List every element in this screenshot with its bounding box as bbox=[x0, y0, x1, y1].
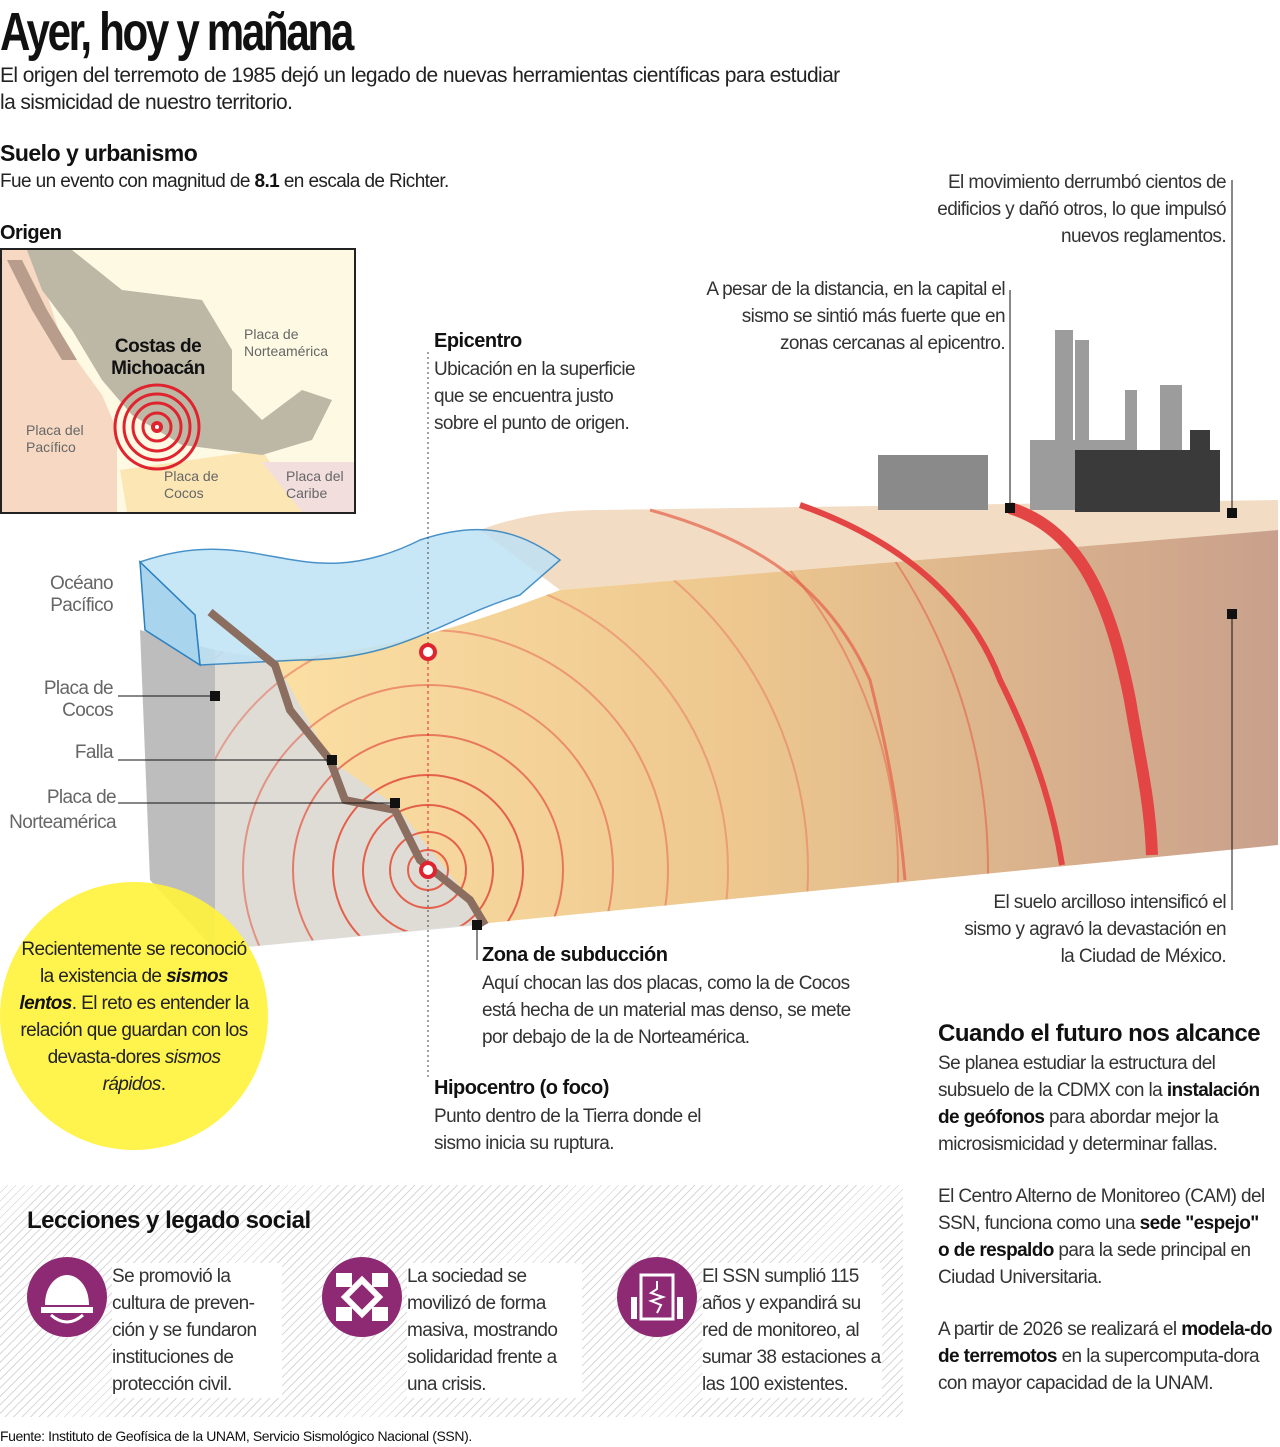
emphasis: modela-do de terremotos bbox=[938, 1319, 1272, 1367]
leader-markers bbox=[210, 503, 1237, 930]
intensity-band bbox=[649, 508, 907, 881]
lessons-panel: Lecciones y legado social Se promovió la… bbox=[0, 1185, 903, 1417]
subtitle-line: la sismicidad de nuestro territorio. bbox=[0, 91, 293, 114]
skyline-near bbox=[1075, 430, 1220, 512]
subduction-title: Zona de subducción bbox=[482, 944, 668, 966]
map-caribbean-label: Placa del Caribe bbox=[286, 468, 344, 501]
intensity-band bbox=[799, 502, 1065, 866]
leader-lines bbox=[118, 180, 1233, 960]
text: Se planea estudiar la estructura del sub… bbox=[938, 1053, 1216, 1101]
subtitle: El origen del terremoto de 1985 dejó un … bbox=[0, 62, 840, 116]
origin-heading: Origen bbox=[0, 222, 62, 244]
map-cocos-label: Placa de Cocos bbox=[164, 468, 219, 501]
top-surface bbox=[480, 500, 1278, 590]
subtitle-line: El origen del terremoto de 1985 dejó un … bbox=[0, 64, 840, 87]
map-region-label: Costas de Michoacán bbox=[111, 336, 205, 379]
slow-quakes-circle bbox=[0, 882, 268, 1150]
hypocenter-marker bbox=[419, 861, 437, 879]
map-pacific-label: Placa del Pacífico bbox=[26, 422, 84, 455]
page-title: Ayer, hoy y mañana bbox=[0, 2, 354, 62]
emphasis: sismos lentos bbox=[19, 966, 228, 1014]
seismic-waves bbox=[215, 530, 989, 950]
fault-line bbox=[207, 608, 489, 928]
source-note: Fuente: Instituto de Geofísica de la UNA… bbox=[0, 1428, 472, 1444]
text: . El reto es entender la relación que gu… bbox=[20, 993, 249, 1068]
soil-heading: Suelo y urbanismo bbox=[0, 140, 198, 166]
epicenter-marker bbox=[419, 643, 437, 661]
intensity-band bbox=[1008, 502, 1158, 856]
lesson-text: Se promovió la cultura de preven-ción y … bbox=[112, 1263, 282, 1398]
slow-quakes-text: Recientemente se reconoció la existencia… bbox=[14, 936, 254, 1098]
ocean bbox=[138, 528, 562, 666]
emphasis: sismos rápidos bbox=[102, 1047, 221, 1095]
ocean-side bbox=[139, 560, 201, 667]
text: para abordar mejor la microsismicidad y … bbox=[938, 1107, 1219, 1155]
epicenter-title: Epicentro bbox=[434, 330, 522, 352]
buildings-text: El movimiento derrumbó cientos de edific… bbox=[937, 172, 1226, 247]
text: para la sede principal en Ciudad Univers… bbox=[938, 1240, 1251, 1288]
skyline-far bbox=[878, 455, 988, 510]
cocos-plate-label: Placa de Cocos bbox=[43, 678, 114, 721]
text: Fue un evento con magnitud de bbox=[0, 171, 255, 192]
seismograph-icon bbox=[617, 1257, 697, 1337]
text: El Centro Alterno de Monitoreo (CAM) del… bbox=[938, 1186, 1265, 1234]
map-epicenter-rings bbox=[113, 383, 201, 471]
hard-hat-icon bbox=[27, 1257, 107, 1337]
future-para-1: Se planea estudiar la estructura del sub… bbox=[938, 1050, 1273, 1158]
joined-hands-icon bbox=[322, 1257, 402, 1337]
side-face bbox=[140, 630, 215, 950]
soil-text: Fue un evento con magnitud de 8.1 en esc… bbox=[0, 168, 449, 195]
map-na-label: Placa de Norteamérica bbox=[244, 326, 329, 359]
text: . bbox=[160, 1074, 166, 1095]
emphasis: sede "espejo" o de respaldo bbox=[938, 1213, 1259, 1261]
future-para-3: A partir de 2026 se realizará el modela-… bbox=[938, 1316, 1278, 1397]
map-graphic bbox=[2, 250, 354, 512]
emphasis: instalación de geófonos bbox=[938, 1080, 1260, 1128]
origin-map: Costas de Michoacán Placa de Norteaméric… bbox=[0, 248, 356, 514]
hypocenter-title: Hipocentro (o foco) bbox=[434, 1077, 609, 1099]
text: Recientemente se reconoció la existencia… bbox=[21, 939, 247, 987]
na-plate-label: Placa de Norteamérica bbox=[9, 787, 116, 833]
future-para-2: El Centro Alterno de Monitoreo (CAM) del… bbox=[938, 1183, 1273, 1291]
text: en la supercomputa-dora con mayor capaci… bbox=[938, 1346, 1260, 1394]
text: en escala de Richter. bbox=[279, 171, 449, 192]
clay-text: El suelo arcilloso intensificó el sismo … bbox=[964, 892, 1226, 967]
hypocenter-text: Punto dentro de la Tierra donde el sismo… bbox=[434, 1106, 702, 1154]
distance-text: A pesar de la distancia, en la capital e… bbox=[706, 279, 1005, 354]
cross-section-diagram bbox=[118, 180, 1278, 1080]
lessons-heading: Lecciones y legado social bbox=[27, 1207, 311, 1234]
fault-label: Falla bbox=[74, 742, 114, 763]
text: A partir de 2026 se realizará el bbox=[938, 1319, 1182, 1340]
future-heading: Cuando el futuro nos alcance bbox=[938, 1020, 1261, 1047]
lesson-text: La sociedad se movilizó de forma masiva,… bbox=[407, 1263, 582, 1398]
lesson-text: El SSN sumplió 115 años y expandirá su r… bbox=[702, 1263, 882, 1398]
magnitude: 8.1 bbox=[254, 171, 280, 192]
subduction-text: Aquí chocan las dos placas, como la de C… bbox=[482, 973, 851, 1048]
ocean-label: Océano Pacífico bbox=[50, 573, 114, 616]
epicenter-text: Ubicación en la superficie que se encuen… bbox=[434, 359, 636, 434]
